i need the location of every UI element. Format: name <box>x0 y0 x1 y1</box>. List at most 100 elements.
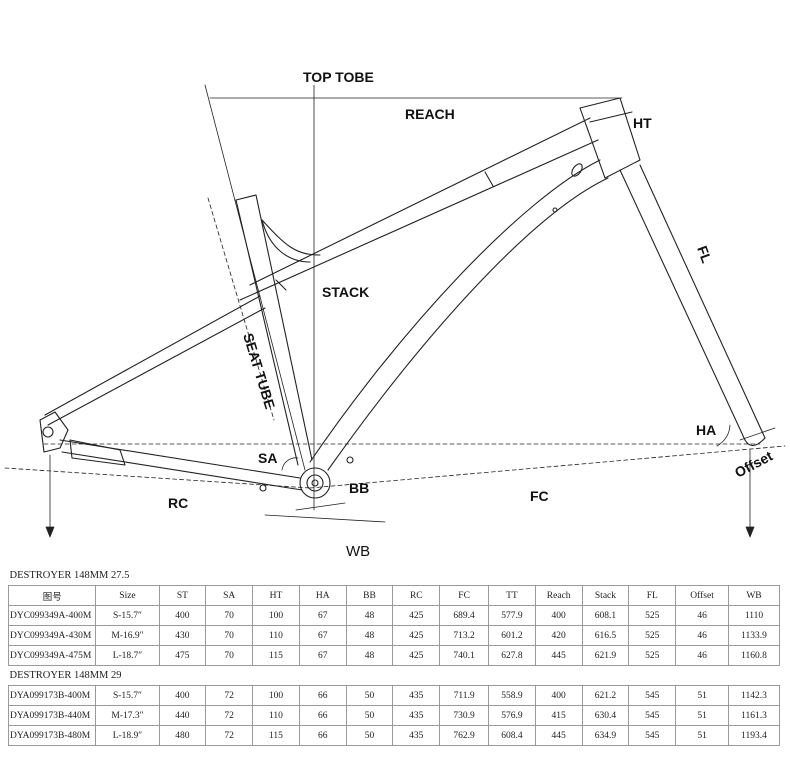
table-cell: 115 <box>252 645 300 666</box>
table-cell: 50 <box>345 725 394 746</box>
table-cell: 435 <box>392 725 441 746</box>
table-cell: 415 <box>534 705 583 726</box>
table-cell: 50 <box>345 685 394 706</box>
table-cell: 72 <box>205 705 254 726</box>
table-cell: 100 <box>252 685 300 706</box>
table-cell: 608.4 <box>488 725 536 746</box>
table-cell: 425 <box>392 625 441 646</box>
column-header: Reach <box>534 585 583 606</box>
table-cell: 50 <box>345 705 394 726</box>
table-cell: 72 <box>205 685 254 706</box>
column-header: FL <box>628 585 677 606</box>
column-header: HT <box>252 585 300 606</box>
table-cell: M-17.3″ <box>95 705 160 726</box>
label-stack: STACK <box>322 284 369 300</box>
column-header: TT <box>488 585 536 606</box>
model-cell: DYA099173B-440M <box>7 705 97 726</box>
label-offset: Offset <box>732 447 776 480</box>
table-cell: 1142.3 <box>728 685 780 706</box>
column-header: 图号 <box>7 585 97 606</box>
table-group-header: DESTROYER 148MM 29 <box>8 665 780 686</box>
table-cell: 480 <box>158 725 207 746</box>
table-cell: 51 <box>675 685 729 706</box>
column-header: SA <box>205 585 254 606</box>
table-cell: 525 <box>628 645 677 666</box>
table-cell: 435 <box>392 705 441 726</box>
table-cell: 66 <box>298 685 347 706</box>
table-cell: L-18.9″ <box>95 725 160 746</box>
table-cell: 1133.9 <box>728 625 780 646</box>
table-cell: 400 <box>158 605 207 626</box>
table-cell: S-15.7″ <box>95 685 160 706</box>
table-cell: 621.2 <box>581 685 630 706</box>
label-wb: WB <box>346 543 370 560</box>
column-header: BB <box>345 585 394 606</box>
frame-tubes <box>39 97 766 499</box>
table-cell: 400 <box>534 605 583 626</box>
table-cell: 630.4 <box>581 705 630 726</box>
table-cell: 425 <box>392 605 441 626</box>
label-seat-tube: SEAT TUBE <box>240 331 278 411</box>
table-cell: 51 <box>675 705 729 726</box>
table-cell: 475 <box>158 645 207 666</box>
model-cell: DYC099349A-475M <box>7 645 97 666</box>
table-cell: 576.9 <box>488 705 536 726</box>
table-cell: 67 <box>298 605 347 626</box>
column-header: ST <box>158 585 207 606</box>
table-cell: 730.9 <box>439 705 489 726</box>
table-cell: 558.9 <box>488 685 536 706</box>
model-cell: DYC099349A-430M <box>7 625 97 646</box>
model-cell: DYC099349A-400M <box>7 605 97 626</box>
table-cell: 110 <box>252 625 300 646</box>
table-cell: 70 <box>205 605 254 626</box>
table-cell: 616.5 <box>581 625 630 646</box>
label-fc: FC <box>530 488 549 504</box>
table-cell: 110 <box>252 705 300 726</box>
table-cell: 115 <box>252 725 300 746</box>
label-rc: RC <box>168 495 188 511</box>
table-cell: 545 <box>628 705 677 726</box>
column-header: RC <box>392 585 441 606</box>
label-sa: SA <box>258 450 277 466</box>
label-top-tube: TOP TOBE <box>303 69 374 85</box>
table-cell: 577.9 <box>488 605 536 626</box>
model-cell: DYA099173B-480M <box>7 725 97 746</box>
table-cell: 1161.3 <box>728 705 780 726</box>
dimension-lines <box>4 84 786 538</box>
table-cell: 1110 <box>728 605 780 626</box>
table-cell: 420 <box>534 625 583 646</box>
table-cell: 445 <box>534 645 583 666</box>
table-group-header: DESTROYER 148MM 27.5 <box>8 566 780 586</box>
table-cell: 100 <box>252 605 300 626</box>
table-cell: 689.4 <box>439 605 489 626</box>
column-header: WB <box>728 585 780 606</box>
table-cell: 621.9 <box>581 645 630 666</box>
table-cell: 400 <box>534 685 583 706</box>
column-header: Stack <box>581 585 630 606</box>
table-cell: 435 <box>392 685 441 706</box>
table-cell: 713.2 <box>439 625 489 646</box>
table-cell: 445 <box>534 725 583 746</box>
group-title: DESTROYER 148MM 27.5 <box>8 566 780 586</box>
table-cell: 51 <box>675 725 729 746</box>
table-cell: 545 <box>628 725 677 746</box>
table-cell: 72 <box>205 725 254 746</box>
table-cell: 762.9 <box>439 725 489 746</box>
table-cell: 66 <box>298 705 347 726</box>
table-cell: 400 <box>158 685 207 706</box>
table-cell: 70 <box>205 645 254 666</box>
table-cell: 627.8 <box>488 645 536 666</box>
table-cell: 46 <box>675 605 729 626</box>
table-cell: 66 <box>298 725 347 746</box>
table-cell: 711.9 <box>439 685 489 706</box>
table-cell: 46 <box>675 625 729 646</box>
column-header: FC <box>439 585 489 606</box>
table-cell: 70 <box>205 625 254 646</box>
